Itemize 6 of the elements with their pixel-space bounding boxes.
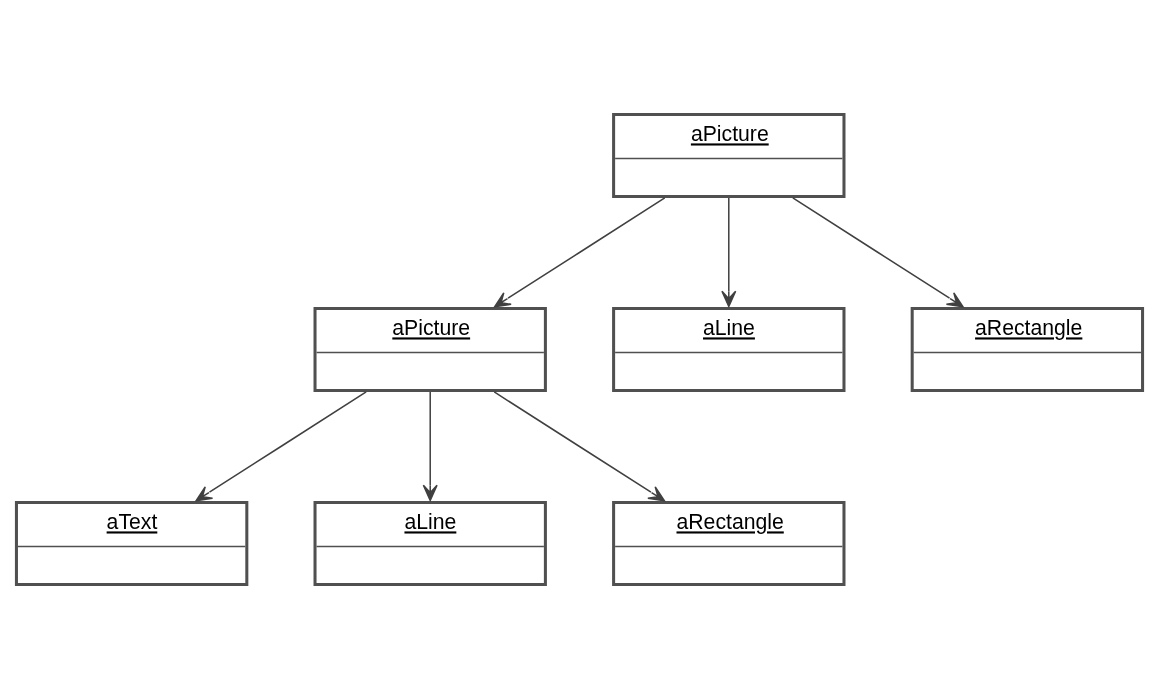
arrow bbox=[493, 196, 666, 307]
arrow bbox=[422, 390, 438, 501]
arrow bbox=[195, 390, 367, 501]
arrow bbox=[493, 390, 666, 501]
arrow bbox=[792, 196, 964, 307]
arrow bbox=[721, 196, 737, 307]
